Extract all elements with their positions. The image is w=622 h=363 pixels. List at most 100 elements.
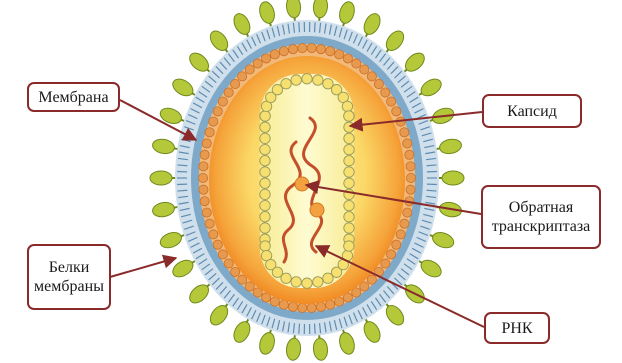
capsid-bead <box>260 122 270 132</box>
capsid-bead <box>302 278 312 288</box>
matrix-bead <box>406 162 415 171</box>
matrix-bead <box>374 79 383 88</box>
capsid-bead <box>260 167 270 177</box>
matrix-bead <box>199 185 208 194</box>
lipid-tick <box>299 324 300 334</box>
matrix-bead <box>288 45 297 54</box>
membrane-protein <box>170 257 196 280</box>
matrix-bead <box>381 88 390 97</box>
matrix-bead <box>307 44 316 53</box>
capsid-bead <box>281 79 291 89</box>
membrane-protein <box>438 137 462 155</box>
label-membrane: Мембрана <box>27 82 120 112</box>
matrix-bead <box>387 250 396 259</box>
capsid-bead <box>291 277 301 287</box>
membrane-protein <box>231 319 253 345</box>
matrix-bead <box>270 50 279 59</box>
lipid-tick <box>177 165 187 166</box>
matrix-bead <box>205 128 214 137</box>
capsid-bead <box>260 133 270 143</box>
membrane-protein <box>337 0 356 25</box>
matrix-bead <box>406 185 415 194</box>
membrane-protein <box>158 230 184 251</box>
membrane-protein <box>361 11 383 37</box>
matrix-bead <box>406 173 415 182</box>
capsid-bead <box>344 122 354 132</box>
capsid-bead <box>260 200 270 210</box>
matrix-bead <box>213 240 222 249</box>
capsid-bead <box>344 241 354 251</box>
matrix-bead <box>403 139 412 148</box>
membrane-protein <box>257 0 276 25</box>
matrix-bead <box>367 275 376 284</box>
membrane-protein <box>151 201 175 219</box>
matrix-bead <box>279 47 288 56</box>
capsid-bead <box>344 156 354 166</box>
matrix-bead <box>279 300 288 309</box>
capsid-bead <box>344 178 354 188</box>
matrix-bead <box>400 128 409 137</box>
matrix-bead <box>238 72 247 81</box>
matrix-bead <box>218 250 227 259</box>
matrix-bead <box>298 44 307 53</box>
matrix-bead <box>326 47 335 56</box>
capsid-bead <box>313 277 323 287</box>
matrix-bead <box>238 275 247 284</box>
matrix-bead <box>396 230 405 239</box>
membrane-protein <box>286 338 302 361</box>
lipid-tick <box>427 190 437 191</box>
capsid-bead <box>260 144 270 154</box>
label-membrane-proteins: Белки мембраны <box>27 244 111 310</box>
membrane-protein <box>257 331 276 356</box>
lipid-tick <box>315 324 316 334</box>
matrix-bead <box>343 54 352 63</box>
reverse-transcriptase-enzyme-1 <box>295 177 309 191</box>
arrow-membrane-proteins <box>110 258 176 277</box>
matrix-bead <box>381 259 390 268</box>
matrix-bead <box>253 59 262 68</box>
membrane-protein <box>312 338 328 361</box>
matrix-bead <box>360 65 369 74</box>
membrane-protein <box>231 11 253 37</box>
membrane-protein <box>442 171 464 185</box>
capsid-bead <box>344 133 354 143</box>
lipid-tick <box>427 165 437 166</box>
capsid-bead <box>281 273 291 283</box>
capsid-bead <box>260 111 270 121</box>
capsid-bead <box>302 74 312 84</box>
matrix-bead <box>367 72 376 81</box>
reverse-transcriptase-enzyme-2 <box>310 203 324 217</box>
membrane-protein <box>158 105 184 126</box>
matrix-bead <box>231 79 240 88</box>
capsid-bead <box>344 212 354 222</box>
matrix-bead <box>298 303 307 312</box>
matrix-bead <box>387 97 396 106</box>
membrane-protein <box>312 0 328 18</box>
capsid-bead <box>313 75 323 85</box>
membrane-protein <box>383 28 407 54</box>
membrane-protein <box>170 76 196 99</box>
matrix-bead <box>209 230 218 239</box>
matrix-bead <box>224 259 233 268</box>
matrix-bead <box>218 97 227 106</box>
matrix-bead <box>224 88 233 97</box>
membrane-protein <box>430 230 456 251</box>
lipid-tick <box>299 22 300 32</box>
lipid-tick <box>177 190 187 191</box>
capsid-bead <box>291 75 301 85</box>
matrix-bead <box>199 162 208 171</box>
matrix-bead <box>200 150 209 159</box>
matrix-bead <box>392 240 401 249</box>
matrix-bead <box>316 302 325 311</box>
capsid-bead <box>260 223 270 233</box>
matrix-bead <box>352 59 361 68</box>
label-capsid: Капсид <box>482 94 582 128</box>
matrix-bead <box>326 300 335 309</box>
capsid-bead <box>344 144 354 154</box>
lipid-tick <box>315 22 316 32</box>
capsid-bead <box>260 212 270 222</box>
membrane-protein <box>286 0 302 18</box>
membrane-protein <box>207 302 231 328</box>
capsid-bead <box>344 223 354 233</box>
membrane-protein <box>337 331 356 356</box>
